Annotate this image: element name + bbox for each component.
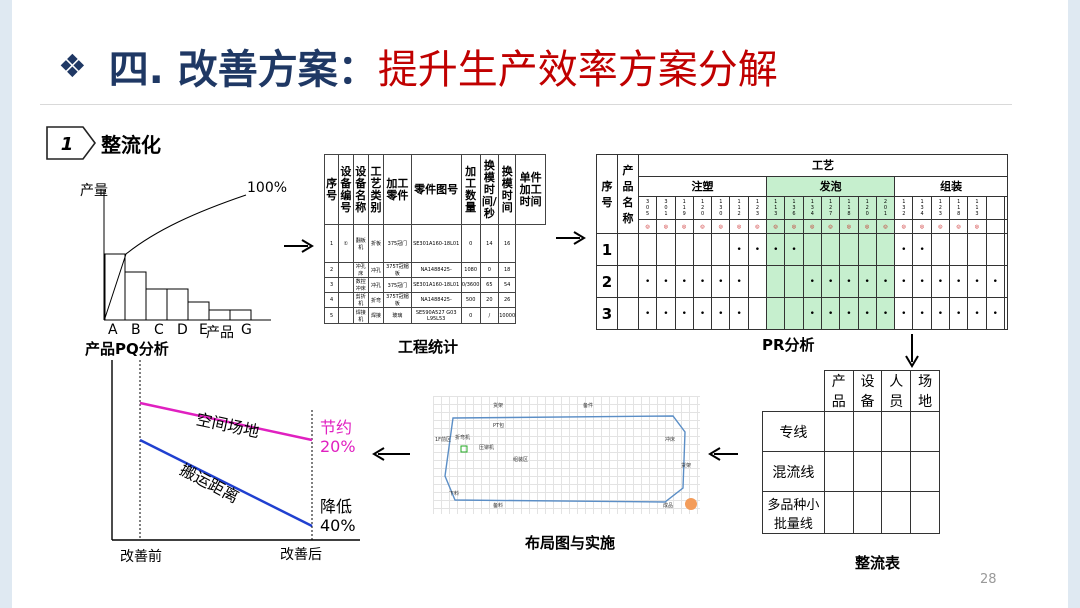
pq-bar-g — [229, 309, 252, 321]
pq-cat-e: E — [199, 322, 208, 338]
diamond-bullet-icon: ❖ — [58, 47, 87, 85]
step-number: 1 — [61, 134, 74, 155]
table-row: 1 •• •• •• — [596, 233, 1009, 267]
th-eq-name: 设备名称 — [352, 154, 369, 225]
step-title: 整流化 — [101, 133, 161, 157]
pq-cumulative-line — [104, 194, 247, 319]
table-row: 多品种小批量线 — [762, 491, 940, 534]
arrow-right-icon — [284, 239, 314, 253]
pq-cat-f: 产品 — [206, 325, 234, 341]
pq-bar-d — [166, 288, 189, 321]
arrow-left-icon — [372, 447, 410, 461]
title-prefix: 四. 改善方案： — [108, 47, 378, 93]
th-unit-time: 单件加工时间 — [515, 154, 546, 225]
process-table-caption: 工程统计 — [398, 338, 459, 356]
pq-pct-label: 100% — [247, 180, 288, 196]
x-before-label: 改善前 — [120, 549, 162, 565]
step-arrow-badge: 1 — [46, 126, 96, 160]
pq-bar-c — [145, 288, 168, 321]
arrow-left-icon — [708, 447, 738, 461]
zl-table-caption: 整流表 — [855, 554, 901, 572]
table-row: 3 •••••• ••••• •••••• — [596, 297, 1009, 330]
title-divider — [40, 104, 1012, 105]
pr-col-seq: 序号 — [596, 153, 618, 235]
pq-cat-d: D — [177, 322, 188, 338]
th-drawing: 零件图号 — [410, 154, 462, 225]
pq-bar-e — [187, 301, 210, 321]
x-after-label: 改善后 — [280, 547, 322, 563]
pr-group-foam: 发泡 — [766, 175, 896, 198]
th-eq-no: 设备编号 — [338, 154, 354, 225]
pr-header-main: 工艺 — [638, 154, 1008, 177]
pq-cat-g: G — [241, 322, 252, 338]
pq-bar-f — [208, 309, 231, 321]
arrow-right-icon — [556, 231, 586, 245]
pq-cat-b: B — [131, 322, 141, 338]
pr-group-assembly: 组装 — [894, 175, 1008, 198]
th-seq: 序号 — [323, 154, 340, 225]
pq-cat-a: A — [108, 322, 118, 338]
th-part: 加工零件 — [383, 154, 412, 225]
pr-table-caption: PR分析 — [762, 336, 815, 354]
zl-col-site: 场地 — [910, 370, 940, 412]
title-main: 提升生产效率方案分解 — [377, 47, 778, 93]
pq-chart — [103, 190, 271, 321]
pq-ylabel: 产量 — [80, 183, 108, 199]
layout-caption: 布局图与实施 — [525, 534, 616, 552]
table-row: 混流线 — [762, 451, 940, 492]
improvement-chart — [111, 360, 360, 541]
zl-col-equipment: 设备 — [852, 370, 883, 412]
slide-title: ❖ 四. 改善方案： 提升生产效率方案分解 — [58, 34, 778, 98]
layout-drawing: 1F前区 货架 PT包 折弯机 压铆机 组装区 冲床 货架 下料 备料 成品 备… — [433, 396, 700, 514]
th-change-sec: 换模时间/秒 — [479, 154, 500, 225]
pr-group-injection: 注塑 — [637, 175, 768, 198]
pq-cat-c: C — [154, 322, 164, 338]
space-line — [139, 401, 313, 442]
pq-caption: 产品PQ分析 — [85, 340, 169, 358]
zl-col-staff: 人员 — [881, 370, 912, 412]
pr-col-name: 产品名称 — [617, 153, 639, 235]
layout-outline — [444, 415, 697, 510]
table-row: 2 •••••• ••••• •••••• — [596, 265, 1009, 299]
rectification-table: 产品 设备 人员 场地 专线 混流线 多品种小批量线 — [762, 370, 940, 534]
pq-bar-b — [124, 271, 147, 321]
th-change: 换模时间 — [498, 154, 517, 225]
arrow-down-icon — [905, 334, 919, 368]
table-row: 专线 — [762, 411, 940, 452]
process-stat-table: 序号 设备编号 设备名称 工艺类别 加工零件 零件图号 加工数量 换模时间/秒 … — [323, 154, 546, 324]
th-qty: 加工数量 — [460, 154, 481, 225]
zl-col-product: 产品 — [823, 370, 854, 412]
page-number: 28 — [980, 572, 997, 587]
th-craft: 工艺类别 — [367, 154, 385, 225]
distance-line — [139, 438, 313, 528]
